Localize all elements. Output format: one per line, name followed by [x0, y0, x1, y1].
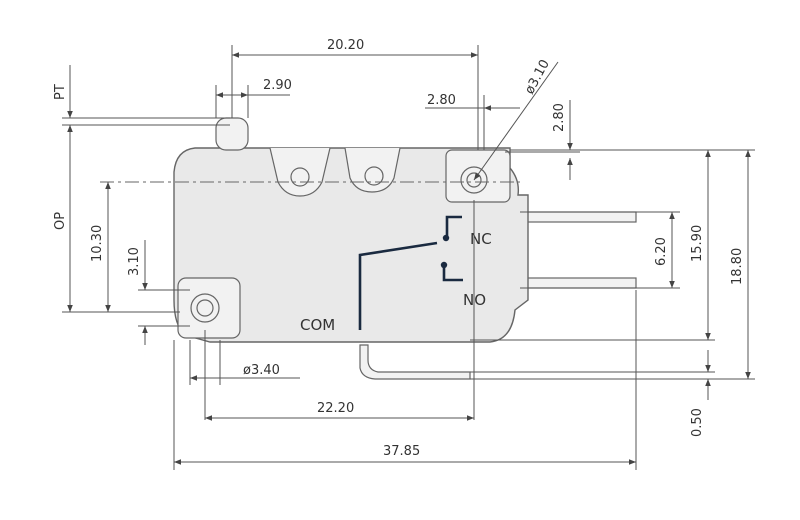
dim-hole-offset-y: 2.80 — [552, 103, 567, 132]
dim-hole-spacing: 22.20 — [317, 401, 354, 416]
dim-hole-dia-top: ø3.10 — [522, 57, 553, 97]
dim-actuator-width: 2.90 — [263, 78, 292, 93]
dim-height-1880: 18.80 — [730, 248, 745, 285]
dim-hole-offset-x: 2.80 — [427, 93, 456, 108]
extension-lines — [62, 45, 755, 470]
dim-overall-length: 37.85 — [383, 444, 420, 459]
nc-label: NC — [470, 230, 492, 248]
dim-height-1590: 15.90 — [690, 225, 705, 262]
dimension-lines — [67, 52, 751, 465]
dim-pt: PT — [53, 84, 68, 100]
dimension-values: 20.20 2.90 PT 2.80 ø3.10 2.80 OP 10.30 3… — [53, 38, 745, 459]
dim-terminal-pitch: 6.20 — [654, 237, 669, 266]
dim-op: OP — [53, 212, 68, 230]
dim-terminal-offset: 0.50 — [690, 408, 705, 437]
dim-width-top: 20.20 — [327, 38, 364, 53]
internal-contacts: NC NO COM — [300, 215, 492, 334]
no-label: NO — [463, 291, 486, 309]
dim-hole-dia-bottom: ø3.40 — [243, 363, 280, 378]
com-label: COM — [300, 316, 335, 334]
switch-body — [173, 117, 637, 380]
dim-hole-height: 3.10 — [127, 247, 142, 276]
dim-op-height: 10.30 — [90, 225, 105, 262]
